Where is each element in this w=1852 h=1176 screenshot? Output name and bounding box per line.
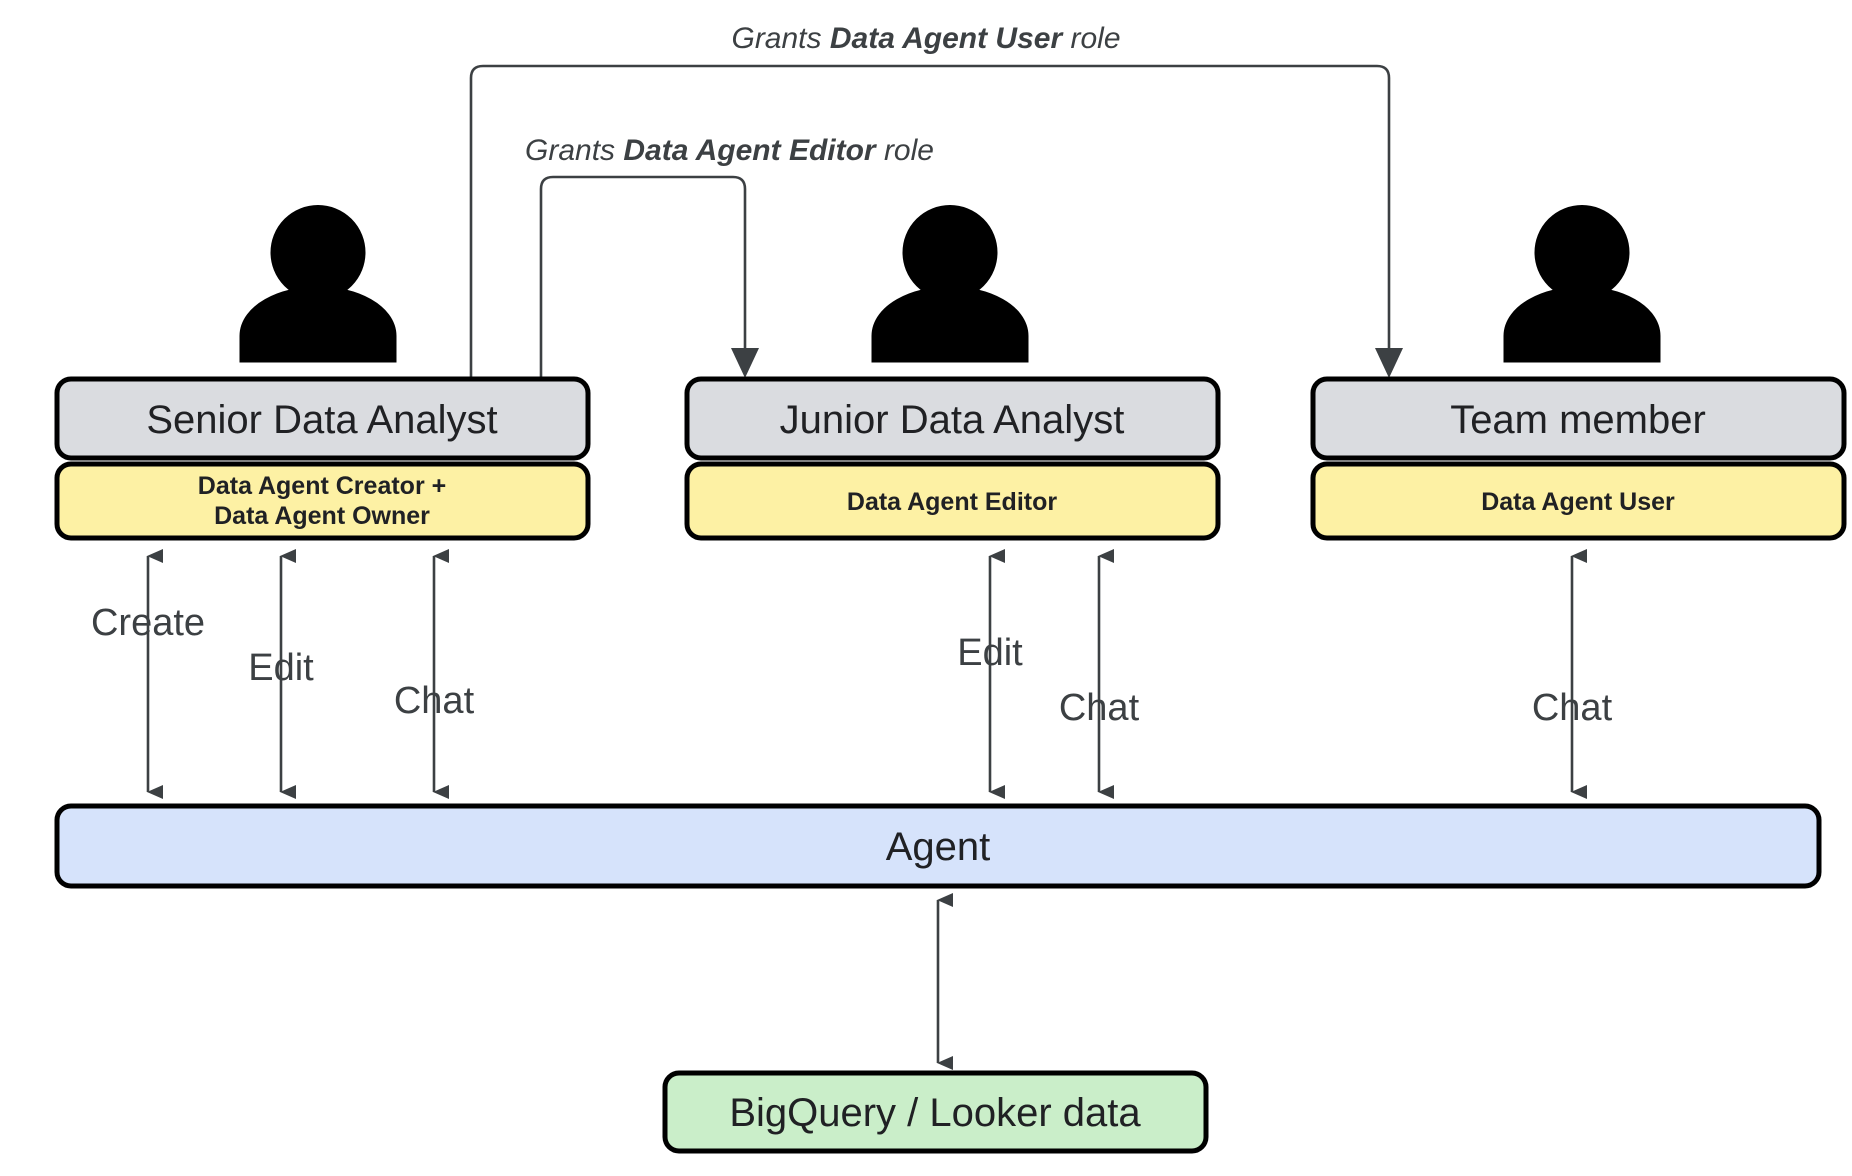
persona-card-junior-data-analyst[interactable]: Junior Data Analyst Data Agent Editor — [684, 376, 1221, 541]
connector-editor-role: Grants Data Agent Editor role — [525, 134, 934, 380]
persona-title-box-senior-data-analyst[interactable] — [54, 376, 591, 461]
action-arrow-create-label: Create — [91, 602, 205, 644]
persona-badge-line-1-senior-data-analyst: Data Agent Creator + — [198, 472, 446, 500]
persona-card-team-member[interactable]: Team member Data Agent User — [1310, 376, 1847, 541]
action-arrow-edit-junior: Edit — [957, 549, 1023, 799]
label-strong: Data Agent User — [830, 22, 1065, 55]
persona-badge-line-2-senior-data-analyst: Data Agent Owner — [214, 502, 430, 530]
action-arrow-chat-senior: Chat — [394, 549, 475, 799]
label-prefix: Grants — [731, 22, 829, 55]
connector-editor-role-arrowhead — [731, 348, 759, 378]
action-arrow-chat-team-member-label: Chat — [1532, 687, 1613, 729]
label-suffix: role — [1062, 22, 1120, 55]
action-arrow-create: Create — [91, 549, 205, 799]
persona-title-team-member: Team member — [1450, 398, 1706, 442]
persona-title-box-team-member[interactable] — [1310, 376, 1847, 461]
connector-editor-role-path — [539, 175, 747, 380]
label-strong: Data Agent Editor — [623, 134, 878, 167]
action-arrow-chat-team-member: Chat — [1532, 549, 1613, 799]
action-arrow-chat-senior-label: Chat — [394, 680, 475, 722]
person-icon-team-member — [1503, 205, 1661, 363]
persona-title-senior-data-analyst: Senior Data Analyst — [146, 398, 497, 442]
connector-user-role-path — [469, 64, 1391, 380]
persona-badge-line-1-junior-data-analyst: Data Agent Editor — [847, 488, 1057, 516]
persona-badge-box-senior-data-analyst[interactable] — [54, 461, 591, 541]
action-arrow-chat-junior-label: Chat — [1059, 687, 1140, 729]
source-box-rect[interactable] — [662, 1070, 1209, 1154]
label-suffix: role — [876, 134, 934, 167]
persona-badge-box-junior-data-analyst[interactable] — [684, 461, 1221, 541]
persona-badge-line-1-team-member: Data Agent User — [1481, 488, 1675, 516]
agent-bar[interactable]: Agent — [54, 803, 1822, 889]
connector-editor-role-label: Grants Data Agent Editor role — [525, 134, 934, 167]
source-box[interactable]: BigQuery / Looker data — [662, 1070, 1209, 1154]
persona-title-box-junior-data-analyst[interactable] — [684, 376, 1221, 461]
persona-card-senior-data-analyst[interactable]: Senior Data Analyst Data Agent Creator +… — [54, 376, 591, 541]
action-arrow-edit-senior-label: Edit — [248, 647, 314, 689]
label-prefix: Grants — [525, 134, 623, 167]
persona-badge-box-team-member[interactable] — [1310, 461, 1847, 541]
agent-bar-box[interactable] — [54, 803, 1822, 889]
person-icon-senior-data-analyst — [239, 205, 397, 363]
agent-bar-label: Agent — [886, 825, 991, 869]
connector-user-role-label: Grants Data Agent User role — [731, 22, 1120, 55]
persona-title-junior-data-analyst: Junior Data Analyst — [780, 398, 1125, 442]
action-arrow-chat-junior: Chat — [1059, 549, 1140, 799]
action-arrow-edit-senior: Edit — [248, 549, 314, 799]
connector-user-role: Grants Data Agent User role — [469, 22, 1403, 380]
person-icon-junior-data-analyst — [871, 205, 1029, 363]
source-box-label: BigQuery / Looker data — [729, 1091, 1141, 1135]
action-arrow-edit-junior-label: Edit — [957, 632, 1023, 674]
connector-user-role-arrowhead — [1375, 348, 1403, 378]
